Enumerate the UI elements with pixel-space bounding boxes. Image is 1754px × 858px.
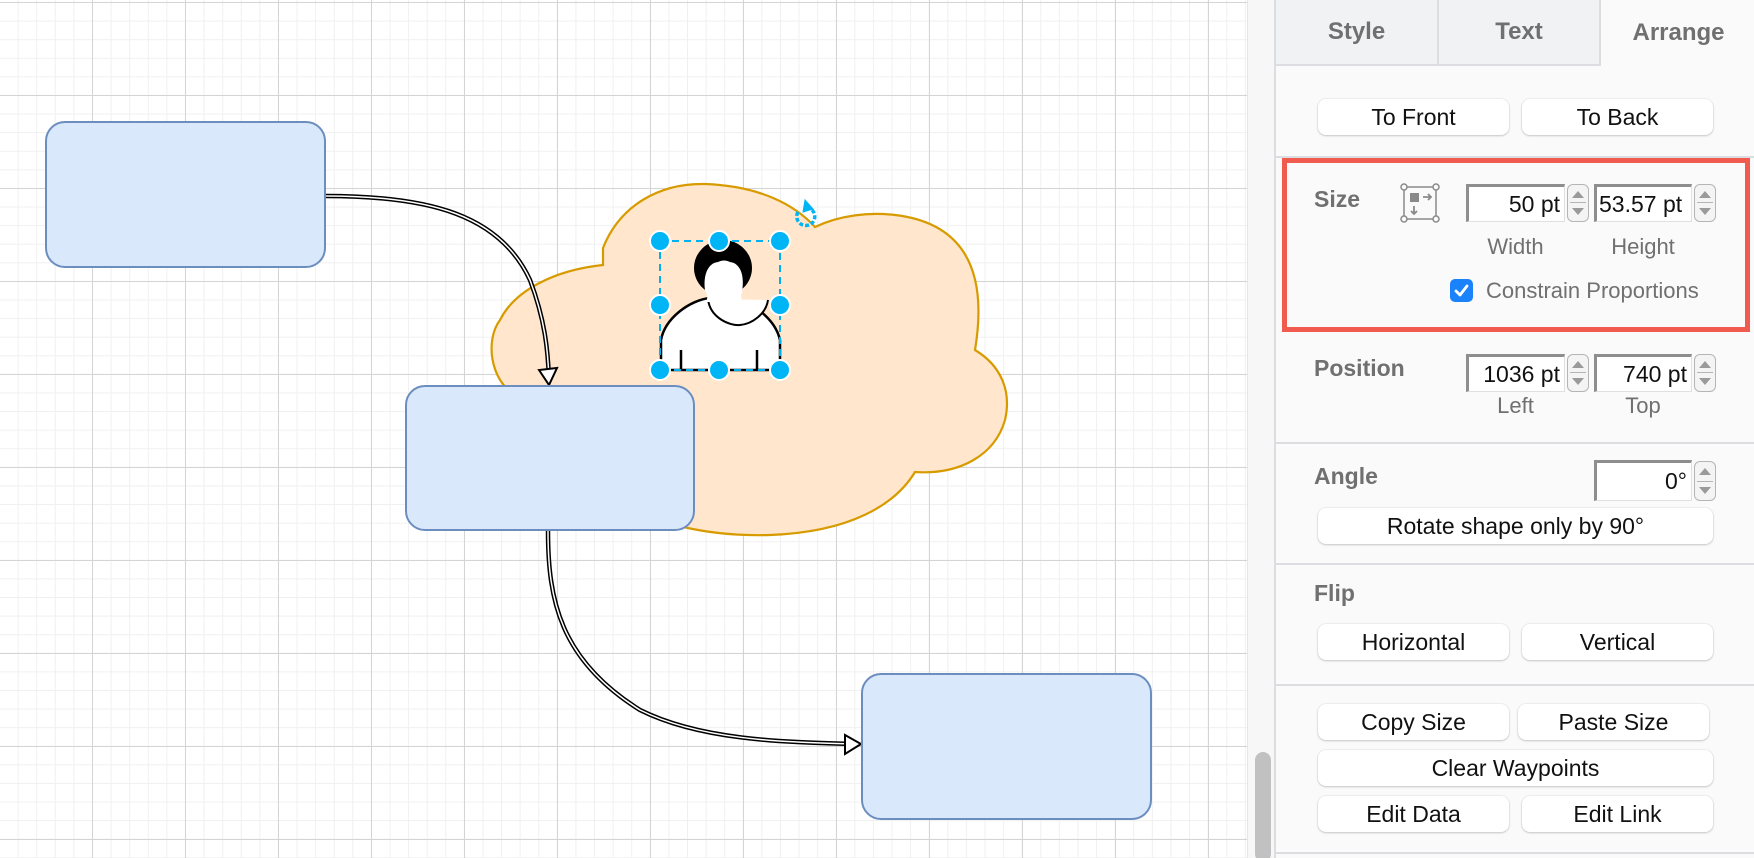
handle-bottom-middle [708,359,730,381]
top-input[interactable]: 740 pt [1594,354,1692,392]
divider [1276,442,1754,444]
connector-2[interactable] [545,530,863,756]
width-label: Width [1487,234,1544,259]
panel-tabs: Style Text Arrange [1276,0,1754,66]
rectangle-shape-3[interactable] [861,673,1152,820]
size-highlight-box [1282,158,1750,332]
diagram-svg[interactable] [0,0,1247,858]
handle-top-middle [708,230,730,252]
handle-middle-right [769,294,791,316]
rectangle-shape-1[interactable] [45,121,326,268]
handle-middle-left [649,294,671,316]
handle-top-left [649,230,671,252]
checkmark-icon [1454,284,1469,297]
handle-bottom-left [649,359,671,381]
divider [1276,684,1754,686]
angle-stepper[interactable] [1694,461,1716,501]
left-label: Left [1497,393,1534,418]
to-front-button[interactable]: To Front [1318,99,1509,135]
tab-style[interactable]: Style [1276,0,1439,66]
divider [1276,563,1754,565]
width-input[interactable]: 50 pt [1466,184,1565,222]
flip-label: Flip [1314,580,1355,606]
position-label: Position [1314,355,1405,381]
height-input[interactable]: 53.57 pt [1594,184,1692,222]
divider [1276,156,1754,158]
rectangle-shape-2[interactable] [405,385,695,531]
edit-data-button[interactable]: Edit Data [1318,796,1509,832]
divider [1276,852,1754,854]
scrollbar-thumb[interactable] [1255,752,1271,858]
resize-handles[interactable] [649,230,791,381]
flip-vertical-button[interactable]: Vertical [1522,624,1713,660]
constrain-proportions-label[interactable]: Constrain Proportions [1486,278,1699,303]
size-label: Size [1314,186,1361,212]
person-icon[interactable] [659,240,782,372]
top-stepper[interactable] [1694,354,1716,392]
height-stepper[interactable] [1694,184,1716,222]
angle-input[interactable]: 0° [1594,460,1692,501]
format-panel: Style Text Arrange To Front To Back Size… [1274,0,1754,858]
tab-arrange[interactable]: Arrange [1601,0,1754,66]
autosize-icon[interactable] [1400,183,1440,223]
rotate-90-button[interactable]: Rotate shape only by 90° [1318,508,1713,544]
edit-link-button[interactable]: Edit Link [1522,796,1713,832]
handle-bottom-right [769,359,791,381]
paste-size-button[interactable]: Paste Size [1518,704,1709,740]
handle-top-right [769,230,791,252]
connector-1[interactable] [325,193,559,388]
height-label: Height [1611,234,1675,259]
tab-text[interactable]: Text [1439,0,1601,66]
left-stepper[interactable] [1567,354,1589,392]
top-label: Top [1625,393,1661,418]
rotate-handle-icon[interactable] [795,198,817,228]
angle-label: Angle [1314,463,1378,489]
vertical-scrollbar[interactable] [1247,0,1274,858]
diagram-canvas[interactable] [0,0,1247,858]
to-back-button[interactable]: To Back [1522,99,1713,135]
clear-waypoints-button[interactable]: Clear Waypoints [1318,750,1713,786]
copy-size-button[interactable]: Copy Size [1318,704,1509,740]
width-stepper[interactable] [1567,184,1589,222]
flip-horizontal-button[interactable]: Horizontal [1318,624,1509,660]
left-input[interactable]: 1036 pt [1466,354,1565,392]
constrain-proportions-checkbox[interactable] [1450,279,1473,302]
